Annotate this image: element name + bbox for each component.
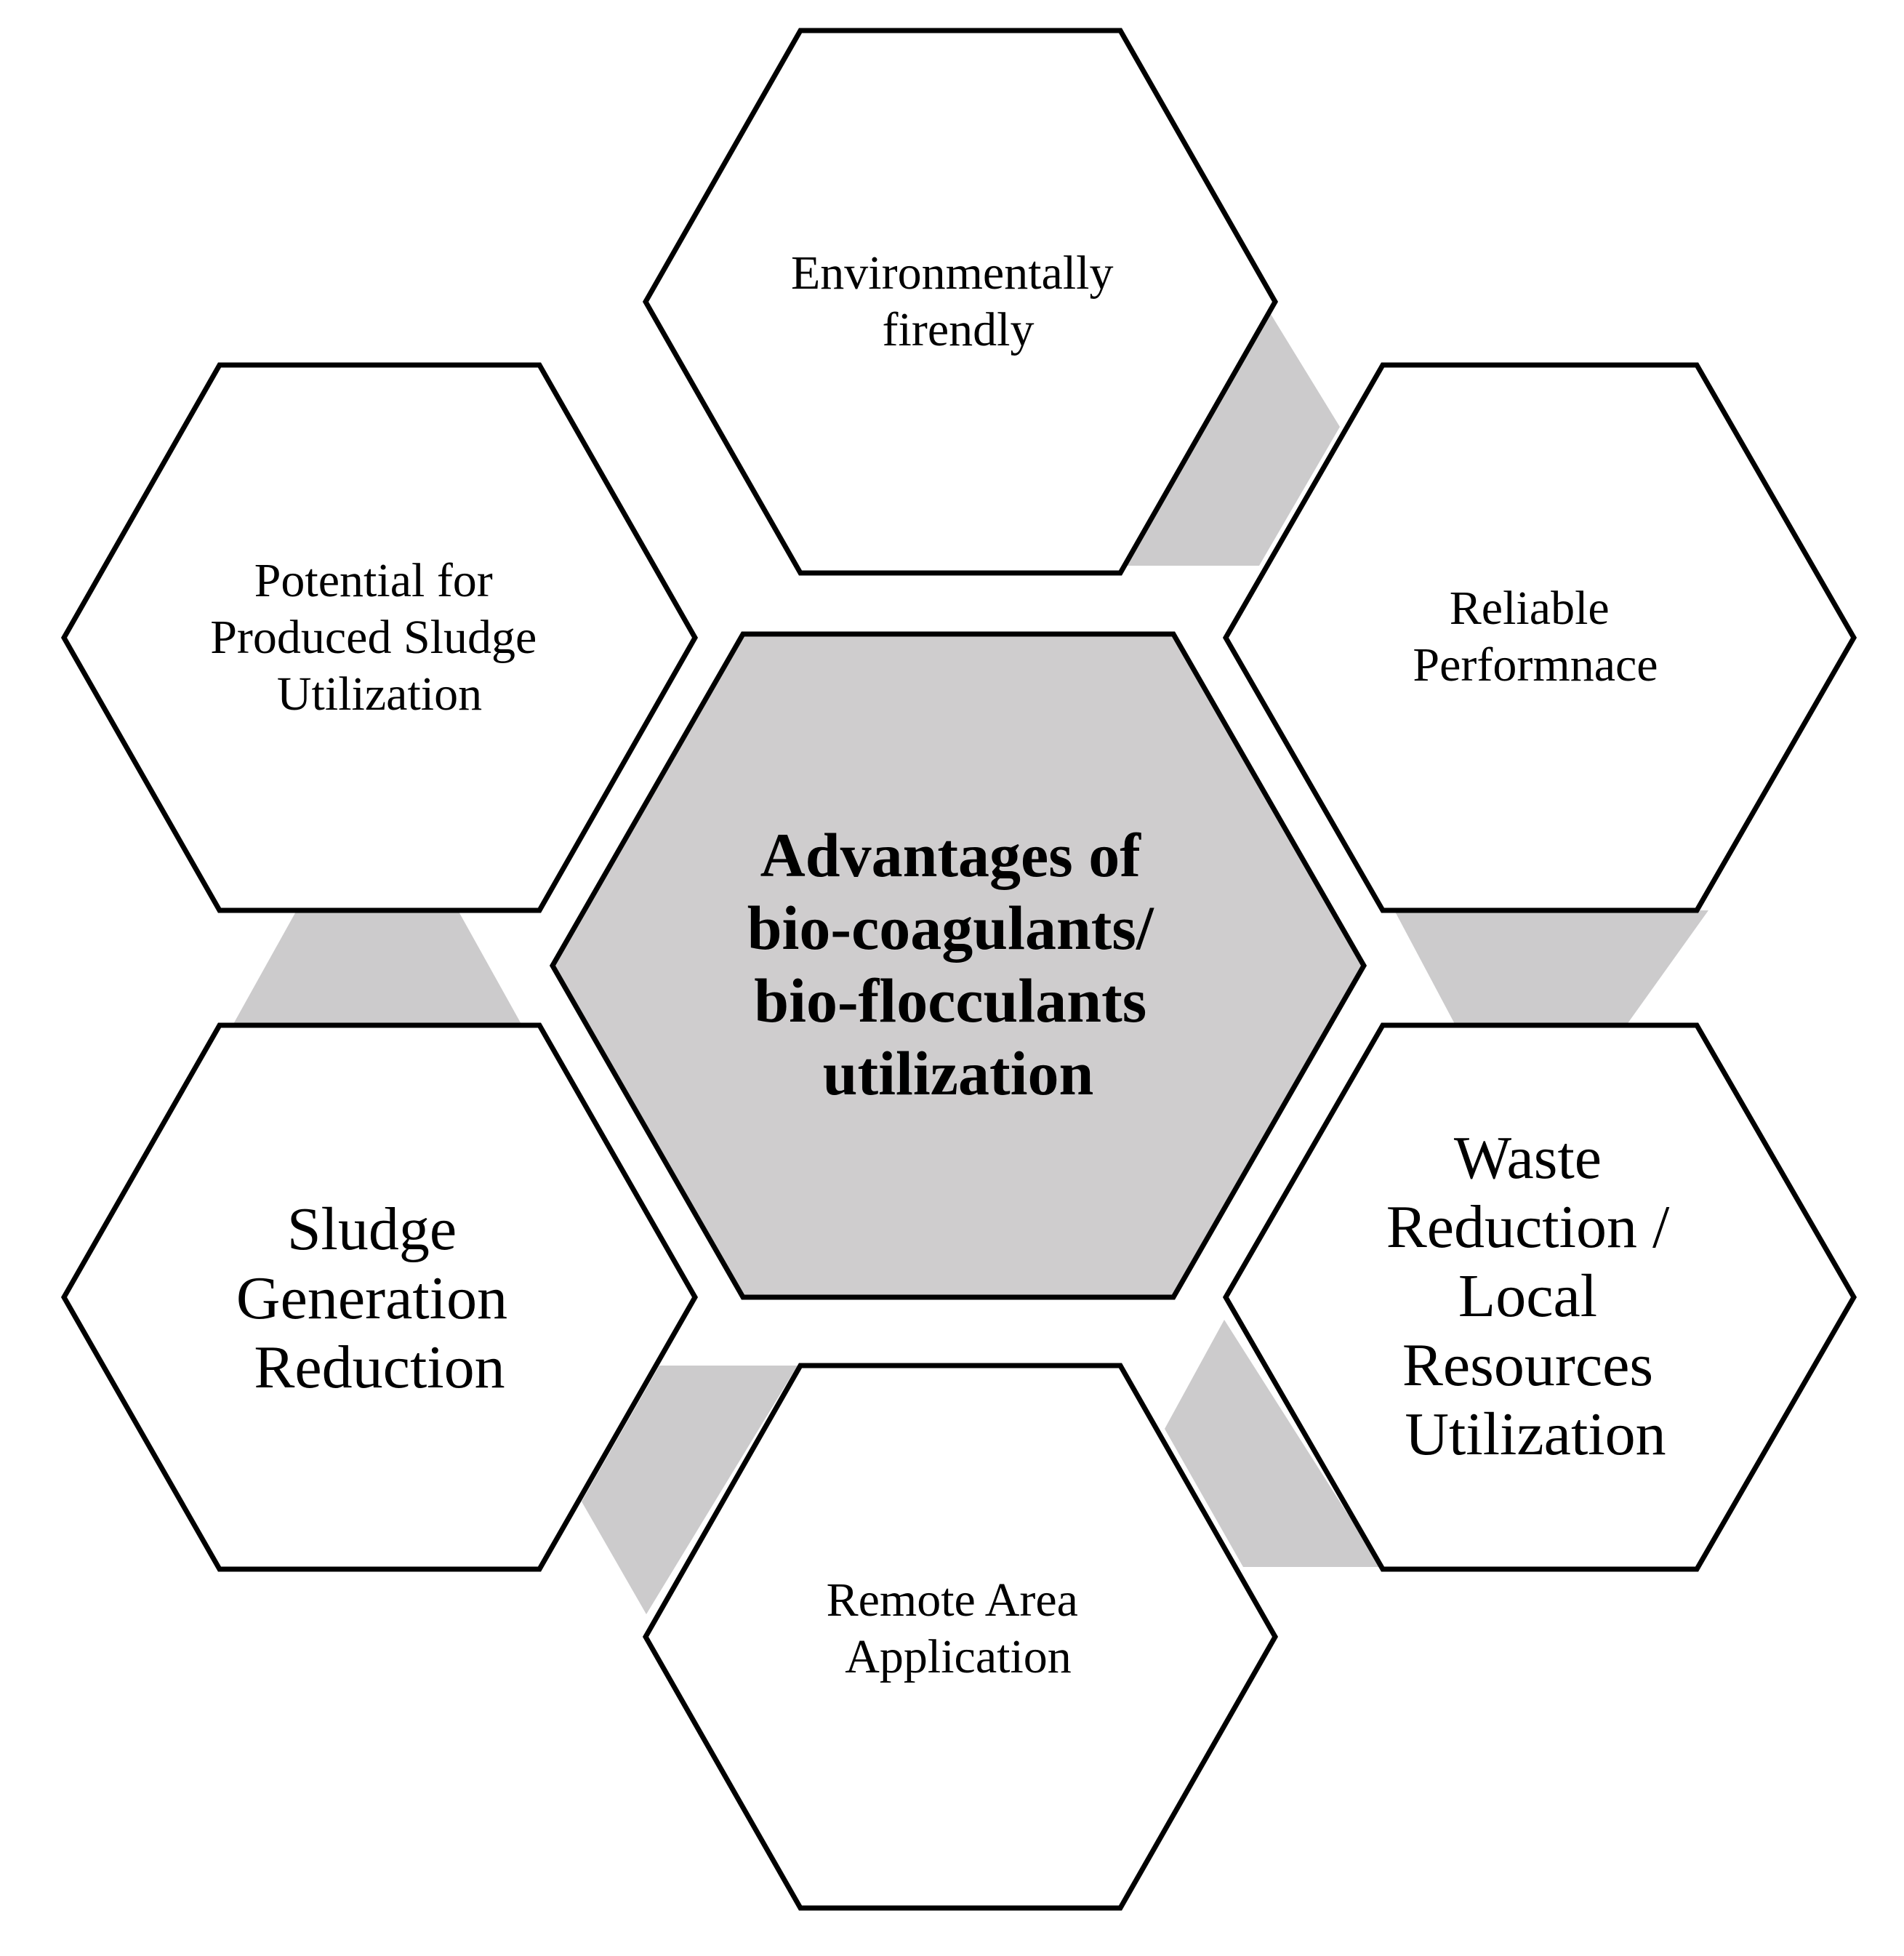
hexagon-lower-right-label: Waste Reduction / Local Resources Utiliz… [1386,1124,1685,1468]
hexagon-lower-left-label: Sludge Generation Reduction [236,1195,523,1401]
hexagon-label-line: Utilization [277,668,482,721]
hexagon-layer [60,28,1857,1911]
hexagon-label-line: Remote Area [827,1574,1078,1627]
hexagon-upper-right [1222,362,1857,913]
center-title: Advantages of bio-coagulants/ bio-floccu… [747,820,1170,1108]
hexagon-label-line: Generation [236,1264,507,1332]
hexagon-label-line: Reduction / [1386,1193,1670,1261]
hexagon-label-line: Reduction [254,1334,505,1401]
hexagon-label-line: Produced Sludge [210,611,537,664]
center-title-line: bio-coagulants/ [747,893,1154,963]
hexagon-label-line: Reliable [1450,582,1610,635]
hexagon-label-line: Utilization [1405,1400,1666,1468]
hexagon-top-label: Environmentally firendly [791,246,1125,356]
hexagon-label-line: Application [845,1630,1072,1683]
hexagon-label-line: Performnace [1413,638,1658,692]
connector-top-upper-right [1125,314,1340,566]
hexagon-lower-right [1222,1022,1857,1572]
center-hexagon [549,631,1367,1300]
hexagon-bottom-label: Remote Area Application [827,1574,1090,1683]
hexagon-label-line: Potential for [254,554,493,607]
hexagon-top [642,28,1279,576]
hexagon-labels: Advantages of bio-coagulants/ bio-floccu… [210,246,1685,1683]
hexagon-lower-left [60,1022,699,1572]
hexagon-label-line: firendly [883,303,1035,356]
hexagon-label-line: Resources [1402,1331,1653,1399]
connector-bands [233,314,1708,1614]
hexagon-label-line: Environmentally [791,246,1114,300]
hexagon-label-line: Local [1458,1262,1597,1330]
hexagon-label-line: Waste [1454,1124,1602,1192]
hexagon-upper-left [60,362,699,913]
hexagon-upper-left-label: Potential for Produced Sludge Utilizatio… [210,554,549,721]
center-title-line: bio-flocculants [754,966,1146,1035]
connector-lower-right-bottom [1165,1320,1381,1567]
hexagon-label-line: Sludge [287,1195,457,1263]
hexagon-upper-right-label: Reliable Performnace [1413,582,1658,692]
connector-upper-right-lower-right [1394,910,1708,1025]
connector-lower-left-upper-left [233,910,522,1025]
center-title-line: Advantages of [760,820,1142,890]
connector-bottom-lower-left [582,1366,798,1614]
hexagon-bottom [642,1363,1279,1911]
center-title-line: utilization [823,1038,1094,1108]
